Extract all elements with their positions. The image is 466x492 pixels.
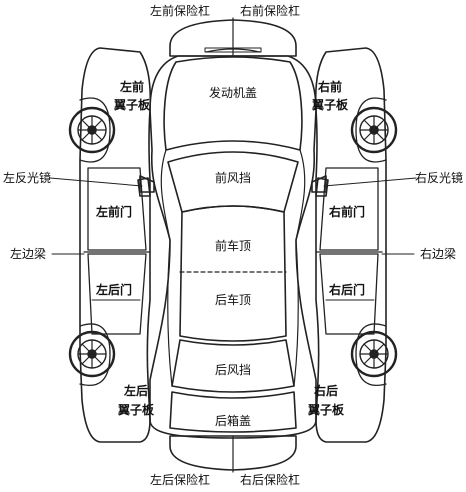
left-front-fender-label-1: 左前 (120, 81, 144, 93)
rear-bumper-right-label: 右后保险杠 (240, 474, 300, 486)
left-front-wheel (70, 108, 114, 152)
right-rear-fender-label-1: 右后 (314, 385, 338, 397)
rear-roof-label: 后车顶 (215, 294, 251, 306)
right-mirror-label: 右反光镜 (415, 172, 463, 184)
left-sill-label: 左边梁 (10, 248, 46, 260)
right-front-fender-label-1: 右前 (318, 81, 342, 93)
windshield-label: 前风挡 (215, 172, 251, 184)
left-rear-wheel (70, 332, 114, 376)
left-front-fender-label-2: 翼子板 (114, 99, 150, 111)
roof-panel[interactable] (180, 206, 286, 341)
trunk-label: 后箱盖 (215, 415, 251, 427)
hood-panel[interactable] (164, 57, 302, 150)
rear-bumper-left-label: 左后保险杠 (150, 474, 210, 486)
front-bumper-left-label: 左前保险杠 (150, 5, 210, 17)
front-bumper-right-label: 右前保险杠 (240, 5, 300, 17)
left-rear-fender-label-2: 翼子板 (118, 404, 154, 416)
front-roof-label: 前车顶 (215, 240, 251, 252)
right-rear-wheel (352, 332, 396, 376)
left-rear-door-label: 左后门 (96, 284, 132, 296)
right-rear-fender-label-2: 翼子板 (308, 404, 344, 416)
left-mirror-label: 左反光镜 (3, 172, 51, 184)
left-front-door-label: 左前门 (96, 206, 132, 218)
hood-label: 发动机盖 (209, 87, 257, 99)
rear-window-label: 后风挡 (215, 364, 251, 376)
right-front-door-label: 右前门 (329, 206, 365, 218)
right-front-fender-label-2: 翼子板 (312, 99, 348, 111)
right-sill-label: 右边梁 (420, 248, 456, 260)
right-front-wheel (352, 108, 396, 152)
right-rear-door-label: 右后门 (329, 284, 365, 296)
left-rear-fender-label-1: 左后 (124, 385, 148, 397)
